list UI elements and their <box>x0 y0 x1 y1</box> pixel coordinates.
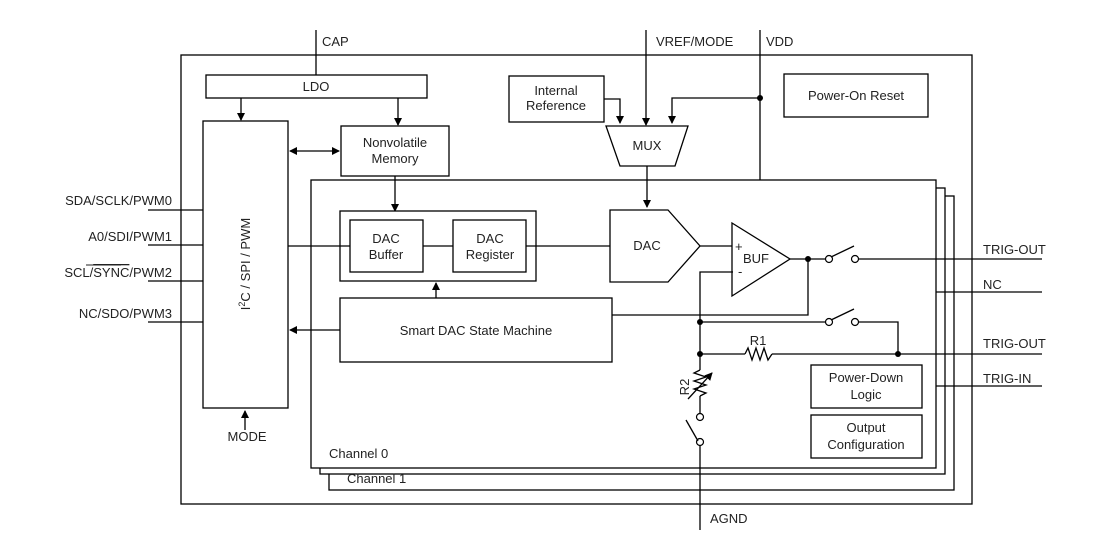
internal-reference-label-2: Reference <box>526 98 586 113</box>
interface-block <box>202 120 289 409</box>
power-down-label-1: Power-Down <box>829 370 903 385</box>
output-config-label-1: Output <box>846 420 885 435</box>
nonvolatile-memory-block <box>340 125 450 177</box>
buf-minus: - <box>738 264 742 279</box>
state-machine-block <box>339 297 613 363</box>
dac-label: DAC <box>633 238 660 253</box>
pin-mode: MODE <box>228 429 267 444</box>
pin-vref-mode: VREF/MODE <box>656 34 734 49</box>
internal-reference-block <box>508 75 605 123</box>
dac-register-block <box>452 219 527 273</box>
state-machine-label: Smart DAC State Machine <box>400 323 552 338</box>
power-on-reset-label: Power-On Reset <box>808 88 904 103</box>
pin-trig-out-1: TRIG-OUT <box>983 242 1046 257</box>
channel-1-label: Channel 1 <box>347 471 406 486</box>
dac-register-label-2: Register <box>466 247 515 262</box>
pin-nc: NC <box>983 277 1002 292</box>
mux-block <box>605 125 689 167</box>
channel-0-label: Channel 0 <box>329 446 388 461</box>
r2-label: R2 <box>677 379 692 396</box>
nonvolatile-memory-label-1: Nonvolatile <box>363 135 427 150</box>
dac-register-label-1: DAC <box>476 231 503 246</box>
ldo-block <box>205 74 428 99</box>
pin-trig-in: TRIG-IN <box>983 371 1031 386</box>
r1-label: R1 <box>750 333 767 348</box>
buf-amplifier <box>731 221 792 298</box>
dac-buffer-label-2: Buffer <box>369 247 404 262</box>
dac-block <box>609 209 701 283</box>
internal-reference-label-1: Internal <box>534 83 577 98</box>
power-on-reset-block <box>783 73 929 118</box>
power-down-label-2: Logic <box>850 387 882 402</box>
pin-agnd: AGND <box>710 511 748 526</box>
chip-outline <box>180 54 973 505</box>
dac-buffer-label-1: DAC <box>372 231 399 246</box>
pin-scl: SCL/SYNC/PWM2 <box>64 265 172 280</box>
buf-plus: + <box>735 239 743 254</box>
nonvolatile-memory-label-2: Memory <box>372 151 419 166</box>
pin-trig-out-2: TRIG-OUT <box>983 336 1046 351</box>
interface-label: I2C / SPI / PWM <box>237 218 253 310</box>
output-config-label-2: Configuration <box>827 437 904 452</box>
pin-nc-sdo: NC/SDO/PWM3 <box>79 306 172 321</box>
pin-a0: A0/SDI/PWM1 <box>88 229 172 244</box>
dac-buffer-block <box>349 219 424 273</box>
ldo-label: LDO <box>303 79 330 94</box>
output-configuration-block <box>810 414 923 459</box>
pin-sda: SDA/SCLK/PWM0 <box>65 193 172 208</box>
power-down-logic-block <box>810 364 923 409</box>
mux-label: MUX <box>633 138 662 153</box>
pin-cap: CAP <box>322 34 349 49</box>
buf-label: BUF <box>743 251 769 266</box>
pin-vdd: VDD <box>766 34 793 49</box>
